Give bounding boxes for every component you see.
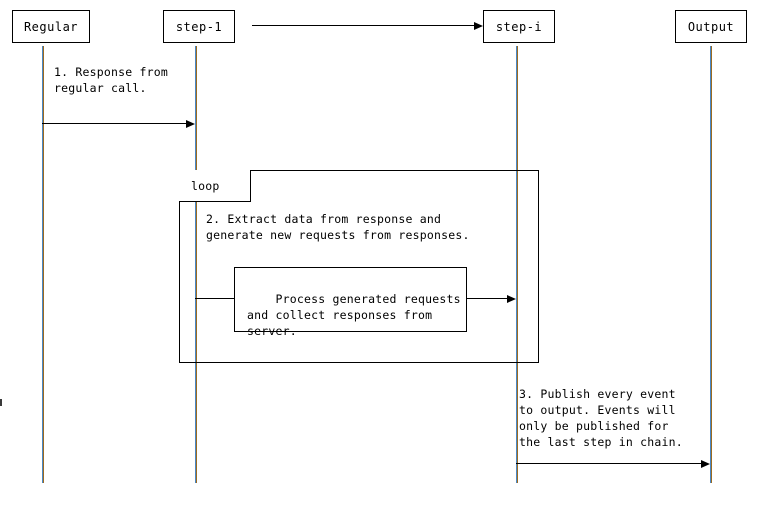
loop-operator-text: loop <box>191 178 220 193</box>
message-publish-every-event-label: 3. Publish every event to output. Events… <box>519 387 683 449</box>
message-chain-link-line <box>252 25 474 26</box>
loop-fragment-operator-label: loop <box>179 170 251 202</box>
process-requests-note-box: Process generated requests and collect r… <box>234 267 467 338</box>
lifeline-step-1 <box>195 46 197 483</box>
canvas-edge-artifact <box>0 399 2 406</box>
message-response-from-regular-line <box>42 123 186 124</box>
participant-regular-label: Regular <box>23 19 79 34</box>
participant-step-1[interactable]: step-1 <box>163 10 235 43</box>
lifeline-regular <box>42 46 44 483</box>
lifeline-step-i <box>516 46 518 483</box>
message-publish-every-event-line <box>516 463 701 464</box>
message-response-from-regular-label: 1. Response from regular call. <box>54 65 168 95</box>
participant-output[interactable]: Output <box>675 10 747 43</box>
loop-fragment-body-text: 2. Extract data from response and genera… <box>206 212 470 242</box>
participant-step-i[interactable]: step-i <box>483 10 555 43</box>
loop-fragment <box>179 170 539 363</box>
process-requests-note-text: Process generated requests and collect r… <box>247 292 461 338</box>
lifeline-output <box>710 46 712 483</box>
participant-step-i-label: step-i <box>495 19 543 34</box>
participant-regular[interactable]: Regular <box>12 10 90 43</box>
participant-output-label: Output <box>687 19 735 34</box>
message-process-requests-arrowhead-icon <box>507 294 516 303</box>
participant-step-1-label: step-1 <box>175 19 223 34</box>
message-publish-every-event-arrowhead-icon <box>701 459 710 468</box>
message-response-from-regular-arrowhead-icon <box>186 119 195 128</box>
message-chain-link-arrowhead-icon <box>474 21 483 30</box>
